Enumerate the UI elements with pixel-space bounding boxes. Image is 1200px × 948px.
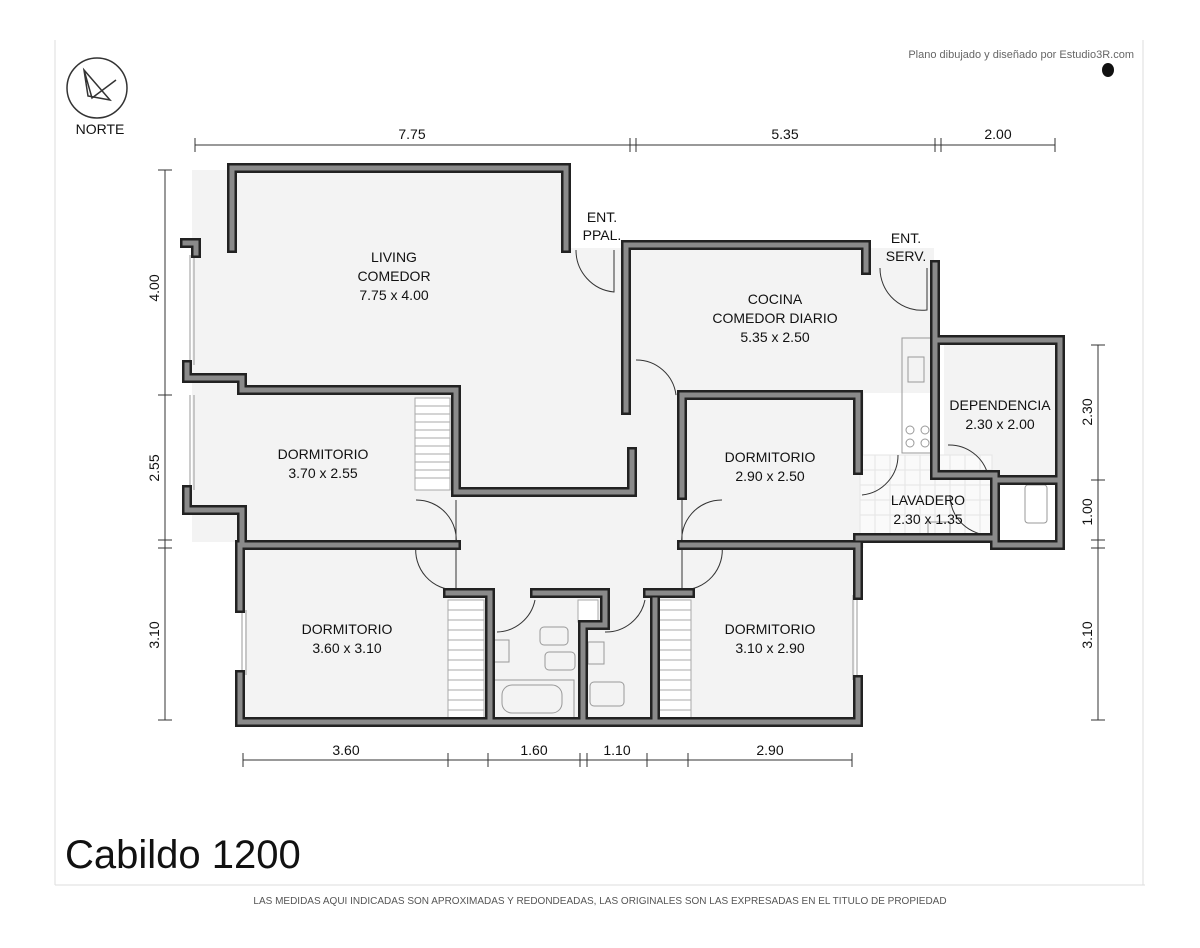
logo-blob [1102, 63, 1114, 77]
dim-bottom-4: 2.90 [756, 742, 783, 758]
room-dormitorio-4-name: DORMITORIO [725, 621, 816, 637]
room-cocina-name: COCINA [748, 291, 803, 307]
room-dormitorio-3-name: DORMITORIO [302, 621, 393, 637]
main-entrance-label-2: PPAL. [583, 227, 622, 243]
room-living-size: 7.75 x 4.00 [359, 287, 428, 303]
dim-top-1: 7.75 [398, 126, 425, 142]
dim-right-3: 3.10 [1079, 621, 1095, 648]
doors [415, 249, 993, 633]
floor-fill [192, 170, 1056, 720]
room-dormitorio-2-size: 2.90 x 2.50 [735, 468, 804, 484]
disclaimer-text: LAS MEDIDAS AQUI INDICADAS SON APROXIMAD… [253, 896, 946, 907]
dim-right-1: 2.30 [1079, 398, 1095, 425]
room-lavadero-name: LAVADERO [891, 492, 965, 508]
plan-title: Cabildo 1200 [65, 833, 301, 877]
main-entrance-label: ENT. [587, 209, 617, 225]
dim-top-3: 2.00 [984, 126, 1011, 142]
room-dependencia-name: DEPENDENCIA [949, 397, 1051, 413]
service-entrance-label-2: SERV. [886, 248, 926, 264]
credit-text: Plano dibujado y diseñado por Estudio3R.… [908, 49, 1134, 61]
dim-left-3: 3.10 [146, 621, 162, 648]
room-cocina-size: 5.35 x 2.50 [740, 329, 809, 345]
north-arrow-icon [66, 57, 128, 119]
closets [414, 397, 692, 719]
walls [180, 163, 1065, 727]
dim-bottom-1: 3.60 [332, 742, 359, 758]
room-dormitorio-3-size: 3.60 x 3.10 [312, 640, 381, 656]
room-dormitorio-2-name: DORMITORIO [725, 449, 816, 465]
dim-top-2: 5.35 [771, 126, 798, 142]
room-lavadero-size: 2.30 x 1.35 [893, 511, 962, 527]
wall-fill [182, 165, 1063, 725]
room-cocina-name-2: COMEDOR DIARIO [712, 310, 837, 326]
dim-bottom-2: 1.60 [520, 742, 547, 758]
dim-left-2: 2.55 [146, 454, 162, 481]
north-label: NORTE [76, 121, 125, 137]
room-dormitorio-4-size: 3.10 x 2.90 [735, 640, 804, 656]
room-dormitorio-1-size: 3.70 x 2.55 [288, 465, 357, 481]
dim-left-1: 4.00 [146, 274, 162, 301]
room-labels: ENT. PPAL. ENT. SERV. LIVING COMEDOR 7.7… [278, 209, 1052, 656]
dimension-labels: 7.75 5.35 2.00 3.60 1.60 1.10 2.90 4.00 … [146, 126, 1095, 758]
room-dormitorio-1-name: DORMITORIO [278, 446, 369, 462]
dim-bottom-3: 1.10 [603, 742, 630, 758]
windows [189, 255, 858, 680]
room-dependencia-size: 2.30 x 2.00 [965, 416, 1034, 432]
dimension-lines [158, 138, 1105, 767]
service-entrance-label: ENT. [891, 230, 921, 246]
room-living-name: LIVING [371, 249, 417, 265]
room-living-name-2: COMEDOR [357, 268, 430, 284]
dim-right-2: 1.00 [1079, 498, 1095, 525]
